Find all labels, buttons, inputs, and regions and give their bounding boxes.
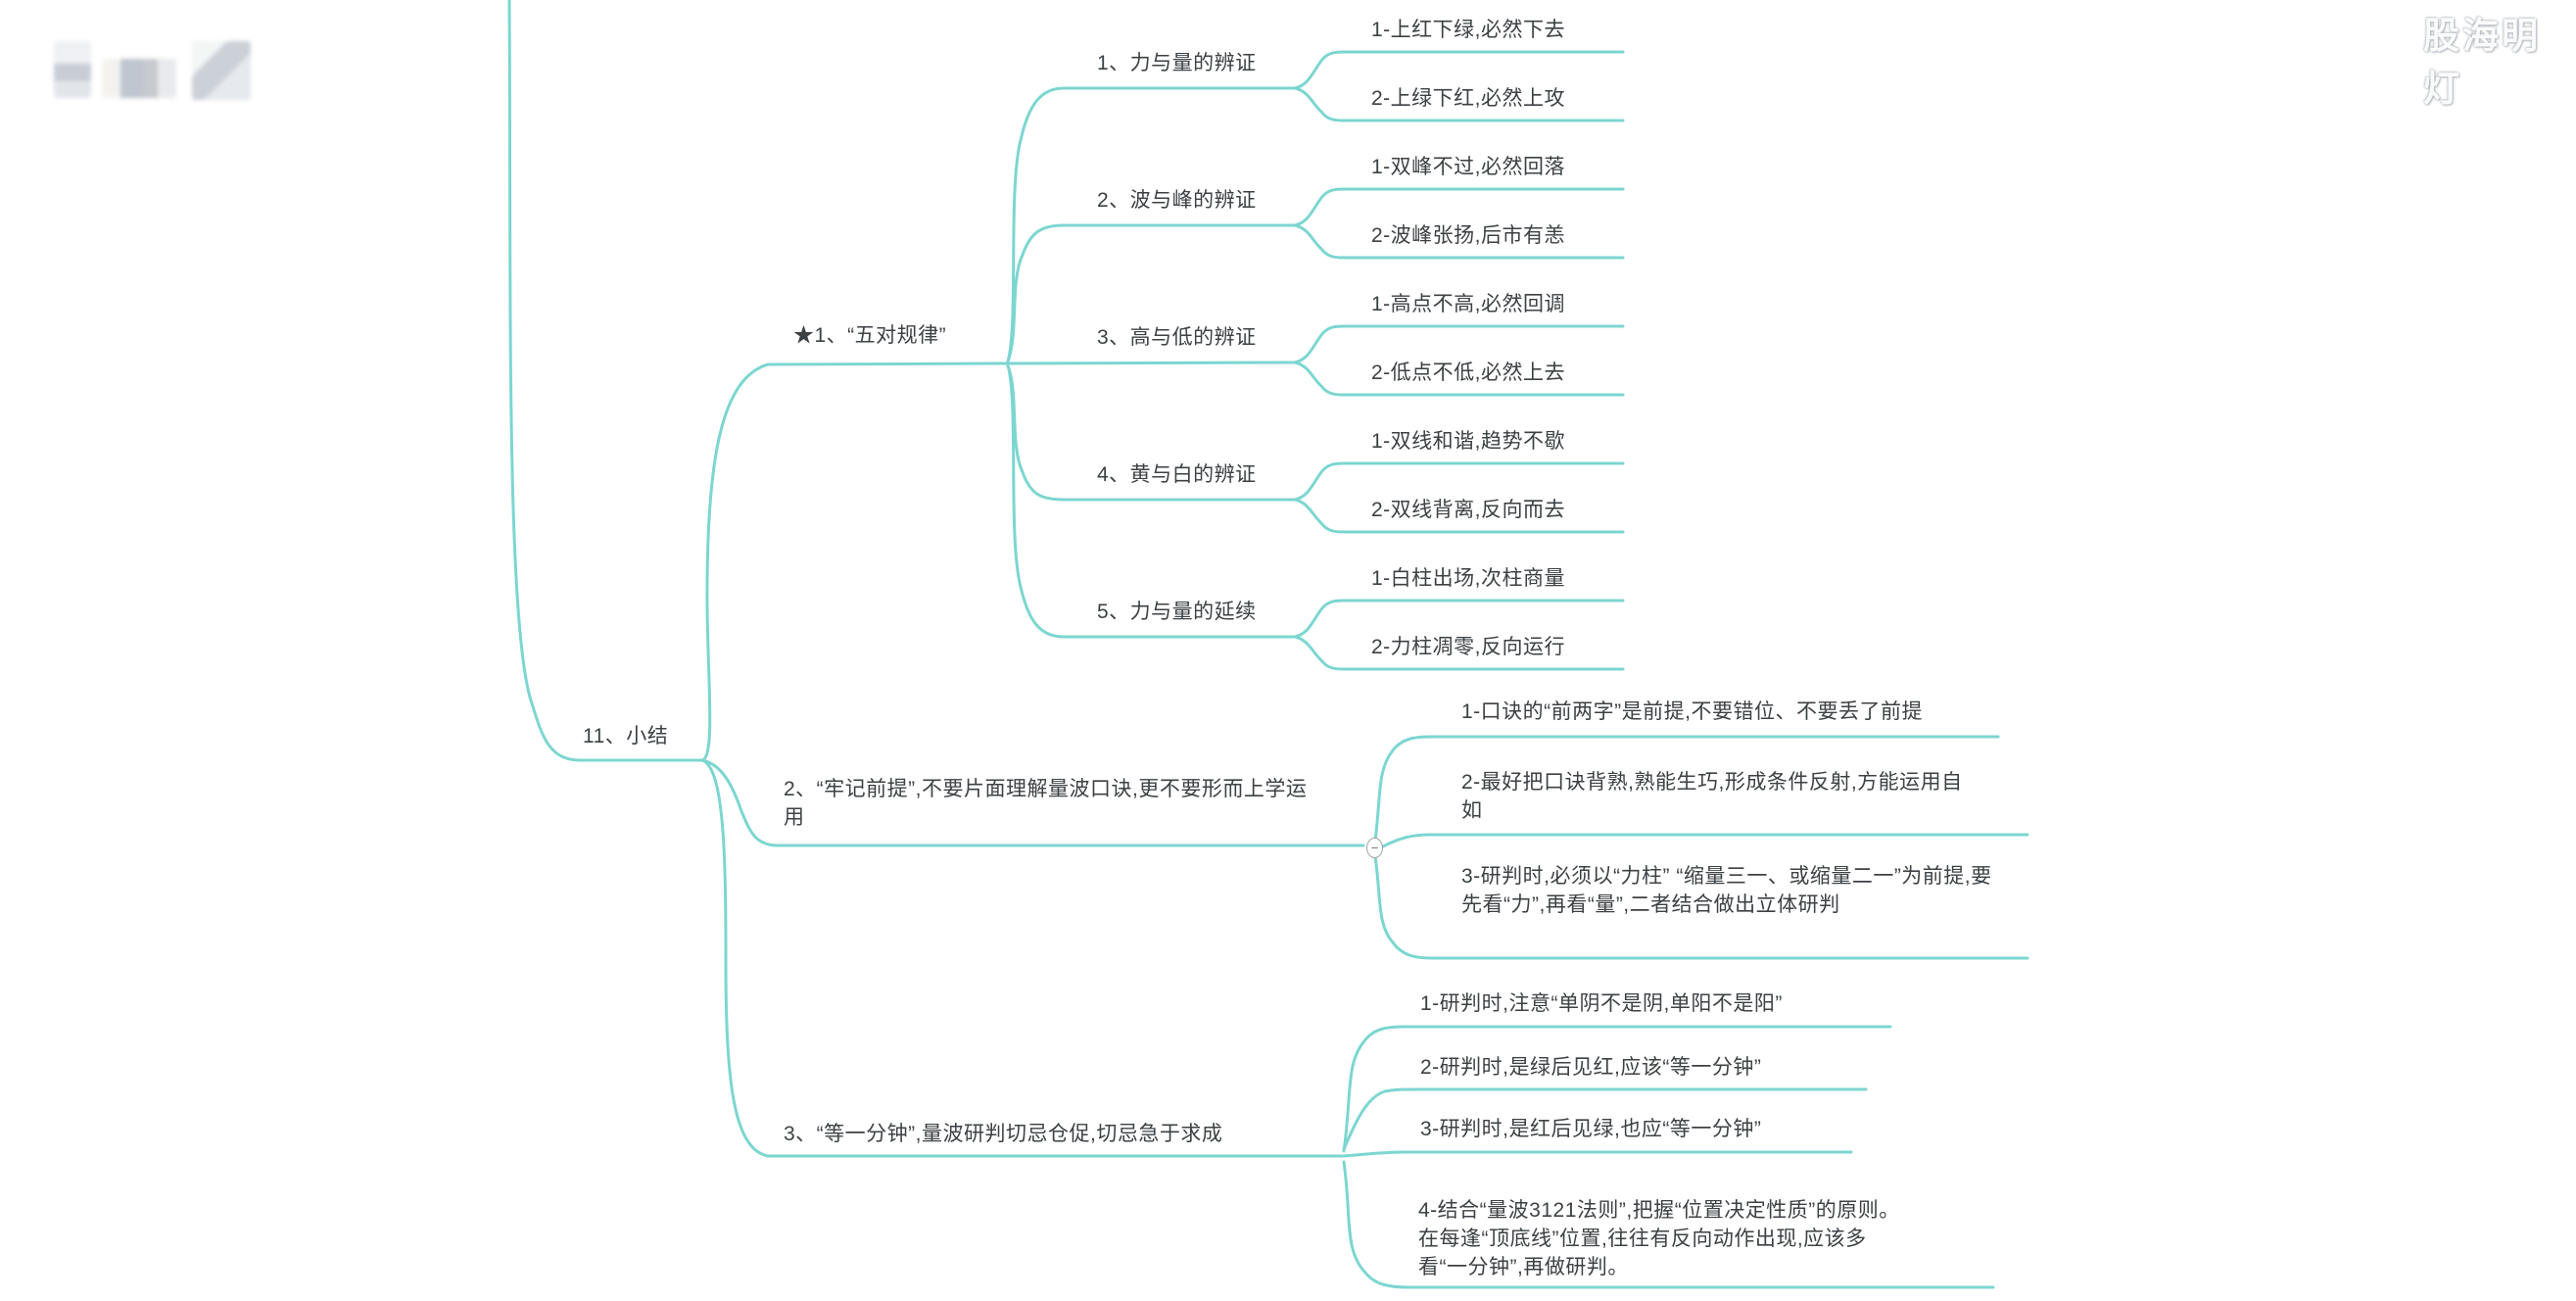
leaf-node[interactable]: 2-最好把口诀背熟,熟能生巧,形成条件反射,方能运用自如 bbox=[1461, 771, 1963, 822]
branch1-sub3-node[interactable]: 3、高与低的辨证 bbox=[1097, 326, 1257, 349]
connector-sub1-leaf1 bbox=[1293, 50, 1625, 90]
connector-root-branch2 bbox=[700, 758, 1365, 847]
leaf-node[interactable]: 1-双线和谐,趋势不歇 bbox=[1371, 430, 1566, 453]
leaf-node[interactable]: 3-研判时,是红后见绿,也应“等一分钟” bbox=[1420, 1118, 1762, 1140]
connector-sub5-leaf2 bbox=[1293, 635, 1625, 671]
collapse-button[interactable]: − bbox=[1366, 838, 1383, 858]
connector-branch2-leaf1 bbox=[1373, 735, 2000, 843]
leaf-node[interactable]: 1-上红下绿,必然下去 bbox=[1371, 19, 1566, 41]
connector-sub4-leaf1 bbox=[1293, 461, 1625, 502]
connector-branch3-leaf1 bbox=[1342, 1025, 1892, 1153]
branch1-sub5-node[interactable]: 5、力与量的延续 bbox=[1097, 601, 1257, 623]
branch1-sub4-node[interactable]: 4、黄与白的辨证 bbox=[1097, 463, 1257, 486]
connector-branch1-sub2 bbox=[1006, 223, 1297, 363]
leaf-node[interactable]: 3-研判时,必须以“力柱” “缩量三一、或缩量二一”为前提,要先看“力”,再看“… bbox=[1461, 865, 1992, 916]
branch1-node[interactable]: ★1、“五对规律” bbox=[793, 324, 947, 347]
logo-blur-block bbox=[192, 41, 251, 100]
leaf-node[interactable]: 2-波峰张扬,后市有恙 bbox=[1371, 224, 1566, 247]
watermark: 股海明灯 bbox=[2423, 16, 2541, 109]
connector-branch3-leaf4 bbox=[1342, 1160, 1995, 1289]
connector-sub2-leaf1 bbox=[1293, 187, 1625, 227]
connector-sub4-leaf2 bbox=[1293, 498, 1625, 534]
leaf-node[interactable]: 4-结合“量波3121法则”,把握“位置决定性质”的原则。在每逢“顶底线”位置,… bbox=[1418, 1199, 1900, 1278]
branch1-sub1-node[interactable]: 1、力与量的辨证 bbox=[1097, 52, 1257, 74]
connector-trunk-root bbox=[507, 0, 704, 762]
leaf-node[interactable]: 1-口诀的“前两字”是前提,不要错位、不要丢了前提 bbox=[1461, 700, 1923, 723]
leaf-node[interactable]: 2-力柱凋零,反向运行 bbox=[1371, 636, 1566, 658]
connector-sub1-leaf2 bbox=[1293, 86, 1625, 122]
leaf-node[interactable]: 1-白柱出场,次柱商量 bbox=[1371, 567, 1566, 590]
connector-branch1-sub1 bbox=[1006, 86, 1297, 363]
connector-root-branch3 bbox=[700, 758, 1346, 1158]
leaf-node[interactable]: 2-低点不低,必然上去 bbox=[1371, 361, 1566, 384]
leaf-node[interactable]: 1-研判时,注意“单阴不是阴,单阳不是阳” bbox=[1420, 992, 1783, 1015]
connector-sub5-leaf1 bbox=[1293, 599, 1625, 639]
connector-branch2-leaf3 bbox=[1373, 854, 2029, 960]
root-node[interactable]: 11、小结 bbox=[583, 725, 669, 747]
connector-branch3-leaf3 bbox=[1342, 1150, 1853, 1158]
leaf-node[interactable]: 1-高点不高,必然回调 bbox=[1371, 293, 1566, 315]
leaf-node[interactable]: 2-上绿下红,必然上攻 bbox=[1371, 87, 1566, 110]
leaf-node[interactable]: 2-研判时,是绿后见红,应该“等一分钟” bbox=[1420, 1056, 1762, 1079]
branch3-node[interactable]: 3、“等一分钟”,量波研判切忌仓促,切忌急于求成 bbox=[784, 1123, 1223, 1145]
logo-blur-block bbox=[102, 59, 176, 98]
connector-sub2-leaf2 bbox=[1293, 223, 1625, 260]
branch1-sub2-node[interactable]: 2、波与峰的辨证 bbox=[1097, 189, 1257, 212]
leaf-node[interactable]: 2-双线背离,反向而去 bbox=[1371, 499, 1566, 521]
connector-branch1-sub3 bbox=[1006, 361, 1297, 365]
connector-branch1-sub5 bbox=[1006, 363, 1297, 639]
connector-sub3-leaf2 bbox=[1293, 361, 1625, 397]
connector-branch3-leaf2 bbox=[1342, 1087, 1868, 1151]
connector-branch2-leaf2 bbox=[1381, 833, 2029, 848]
branch2-node[interactable]: 2、“牢记前提”,不要片面理解量波口诀,更不要形而上学运用 bbox=[784, 778, 1308, 829]
leaf-node[interactable]: 1-双峰不过,必然回落 bbox=[1371, 156, 1566, 178]
connector-sub3-leaf1 bbox=[1293, 324, 1625, 364]
logo-blur-block bbox=[54, 41, 91, 98]
connector-root-branch1 bbox=[700, 361, 1010, 762]
